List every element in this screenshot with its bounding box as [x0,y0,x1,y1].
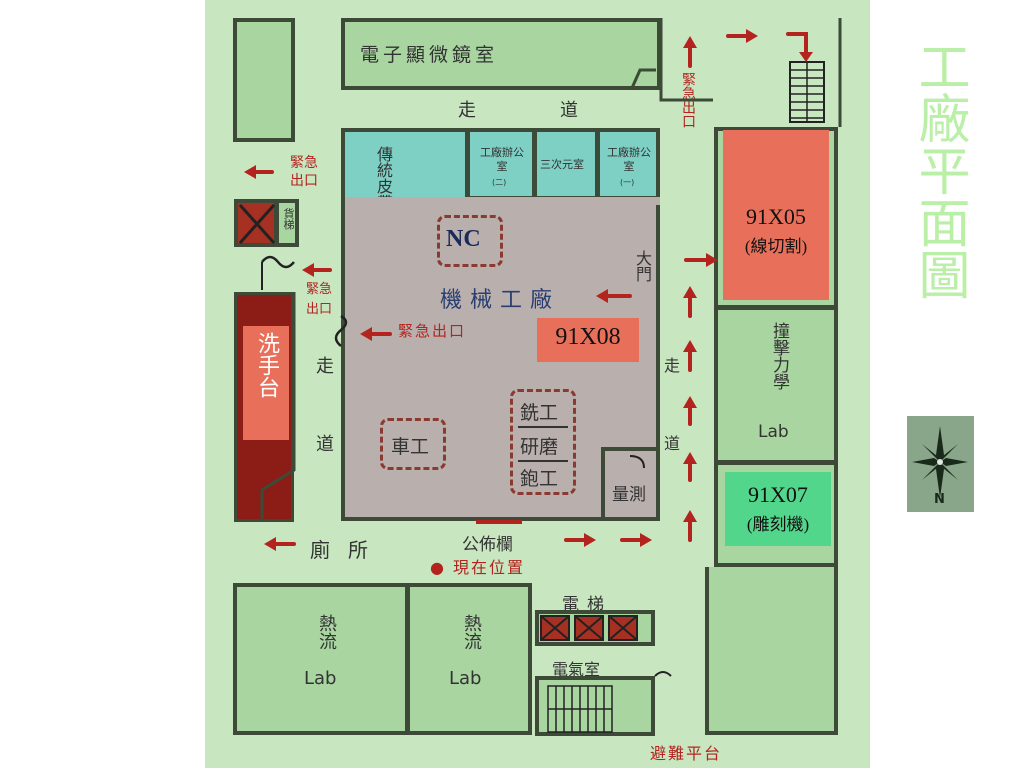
page-title: 工廠平面圖 [909,40,969,300]
toilet-label: 廁所 [310,538,386,562]
corridor-left-label-2: 道 [316,434,334,455]
nc-label: NC [446,226,481,252]
room-cmm-label: 三次元室 [540,158,584,171]
room-heat-flow-2 [406,583,532,735]
room-office-2-num: (二) [492,178,507,187]
refuge-platform-label: 避難平台 [650,744,723,763]
sticker-91x07-sub: (雕刻機) [746,515,810,534]
grind-label: 研磨 [520,436,559,458]
room-top-left [233,18,295,142]
compass-north-label: N [934,492,945,507]
main-gate-label: 大門 [633,250,652,282]
factory-upper-right-fill [466,197,660,205]
room-heat-flow-1 [233,583,409,735]
sticker-91x08-code: 91X08 [555,324,621,350]
sticker-91x05-sub: (線切割) [744,237,808,256]
lathe-zone [380,418,446,470]
room-heat-flow-1-label: 熱流 [316,614,337,650]
room-freight-label-box [275,199,299,247]
factory-label: 機械工廠 [440,288,561,313]
exit-left-mid-label-2: 出口 [306,302,333,317]
room-impact-mechanics-lab: Lab [758,422,789,442]
room-electron-microscope [341,18,661,90]
room-office-2-label: 工廠辦公室 [480,146,524,173]
lathe-label: 車工 [391,436,430,458]
sticker-91x08: 91X08 [537,318,639,362]
exit-left-top-label-1: 緊急 [290,155,318,171]
room-measurement [601,447,660,521]
room-impact-mechanics-label: 撞擊力學 [769,322,789,390]
room-measurement-label: 量測 [612,485,646,505]
current-position-label: ● 現在位置 [430,558,526,577]
corridor-right-label-1: 走 [664,356,681,375]
corridor-right-label-2: 道 [664,434,681,453]
room-office-1-num: (一) [620,178,635,187]
mill-divider-2 [518,460,568,462]
compass-icon [907,416,974,512]
sticker-91x05: 91X05 (線切割) [723,130,829,300]
exit-left-top-label-2: 出口 [290,173,318,189]
room-electron-microscope-label: 電子顯微鏡室 [360,44,499,66]
room-heat-flow-2-label: 熱流 [461,614,482,650]
room-office-2 [466,128,536,200]
freight-elevator-label: 貨梯 [282,208,295,230]
room-heat-flow-1-lab: Lab [304,668,337,689]
corridor-top-label-2: 道 [560,100,578,121]
sink-sticker: 洗手台 [243,326,289,440]
room-right-lower [705,567,838,735]
sticker-91x07: 91X07 (雕刻機) [725,472,831,546]
mill-label: 銑工 [520,402,559,424]
plane-label: 鉋工 [520,468,559,490]
room-office-1-label: 工廠辦公室 [607,146,651,173]
corridor-top-label-1: 走 [458,100,476,121]
mill-zone [510,389,576,495]
electric-room-label: 電氣室 [552,660,601,679]
nc-zone [437,215,503,267]
sticker-91x07-code: 91X07 [748,482,808,507]
exit-left-mid-label-1: 緊急 [306,282,333,297]
room-heat-flow-2-lab: Lab [449,668,482,689]
sink-label: 洗手台 [254,332,279,398]
corridor-left-label-1: 走 [316,356,334,377]
sticker-91x05-code: 91X05 [746,204,806,229]
exit-inner-label: 緊急出口 [398,322,467,340]
mill-divider-1 [518,426,568,428]
bulletin-label: 公佈欄 [462,535,513,555]
